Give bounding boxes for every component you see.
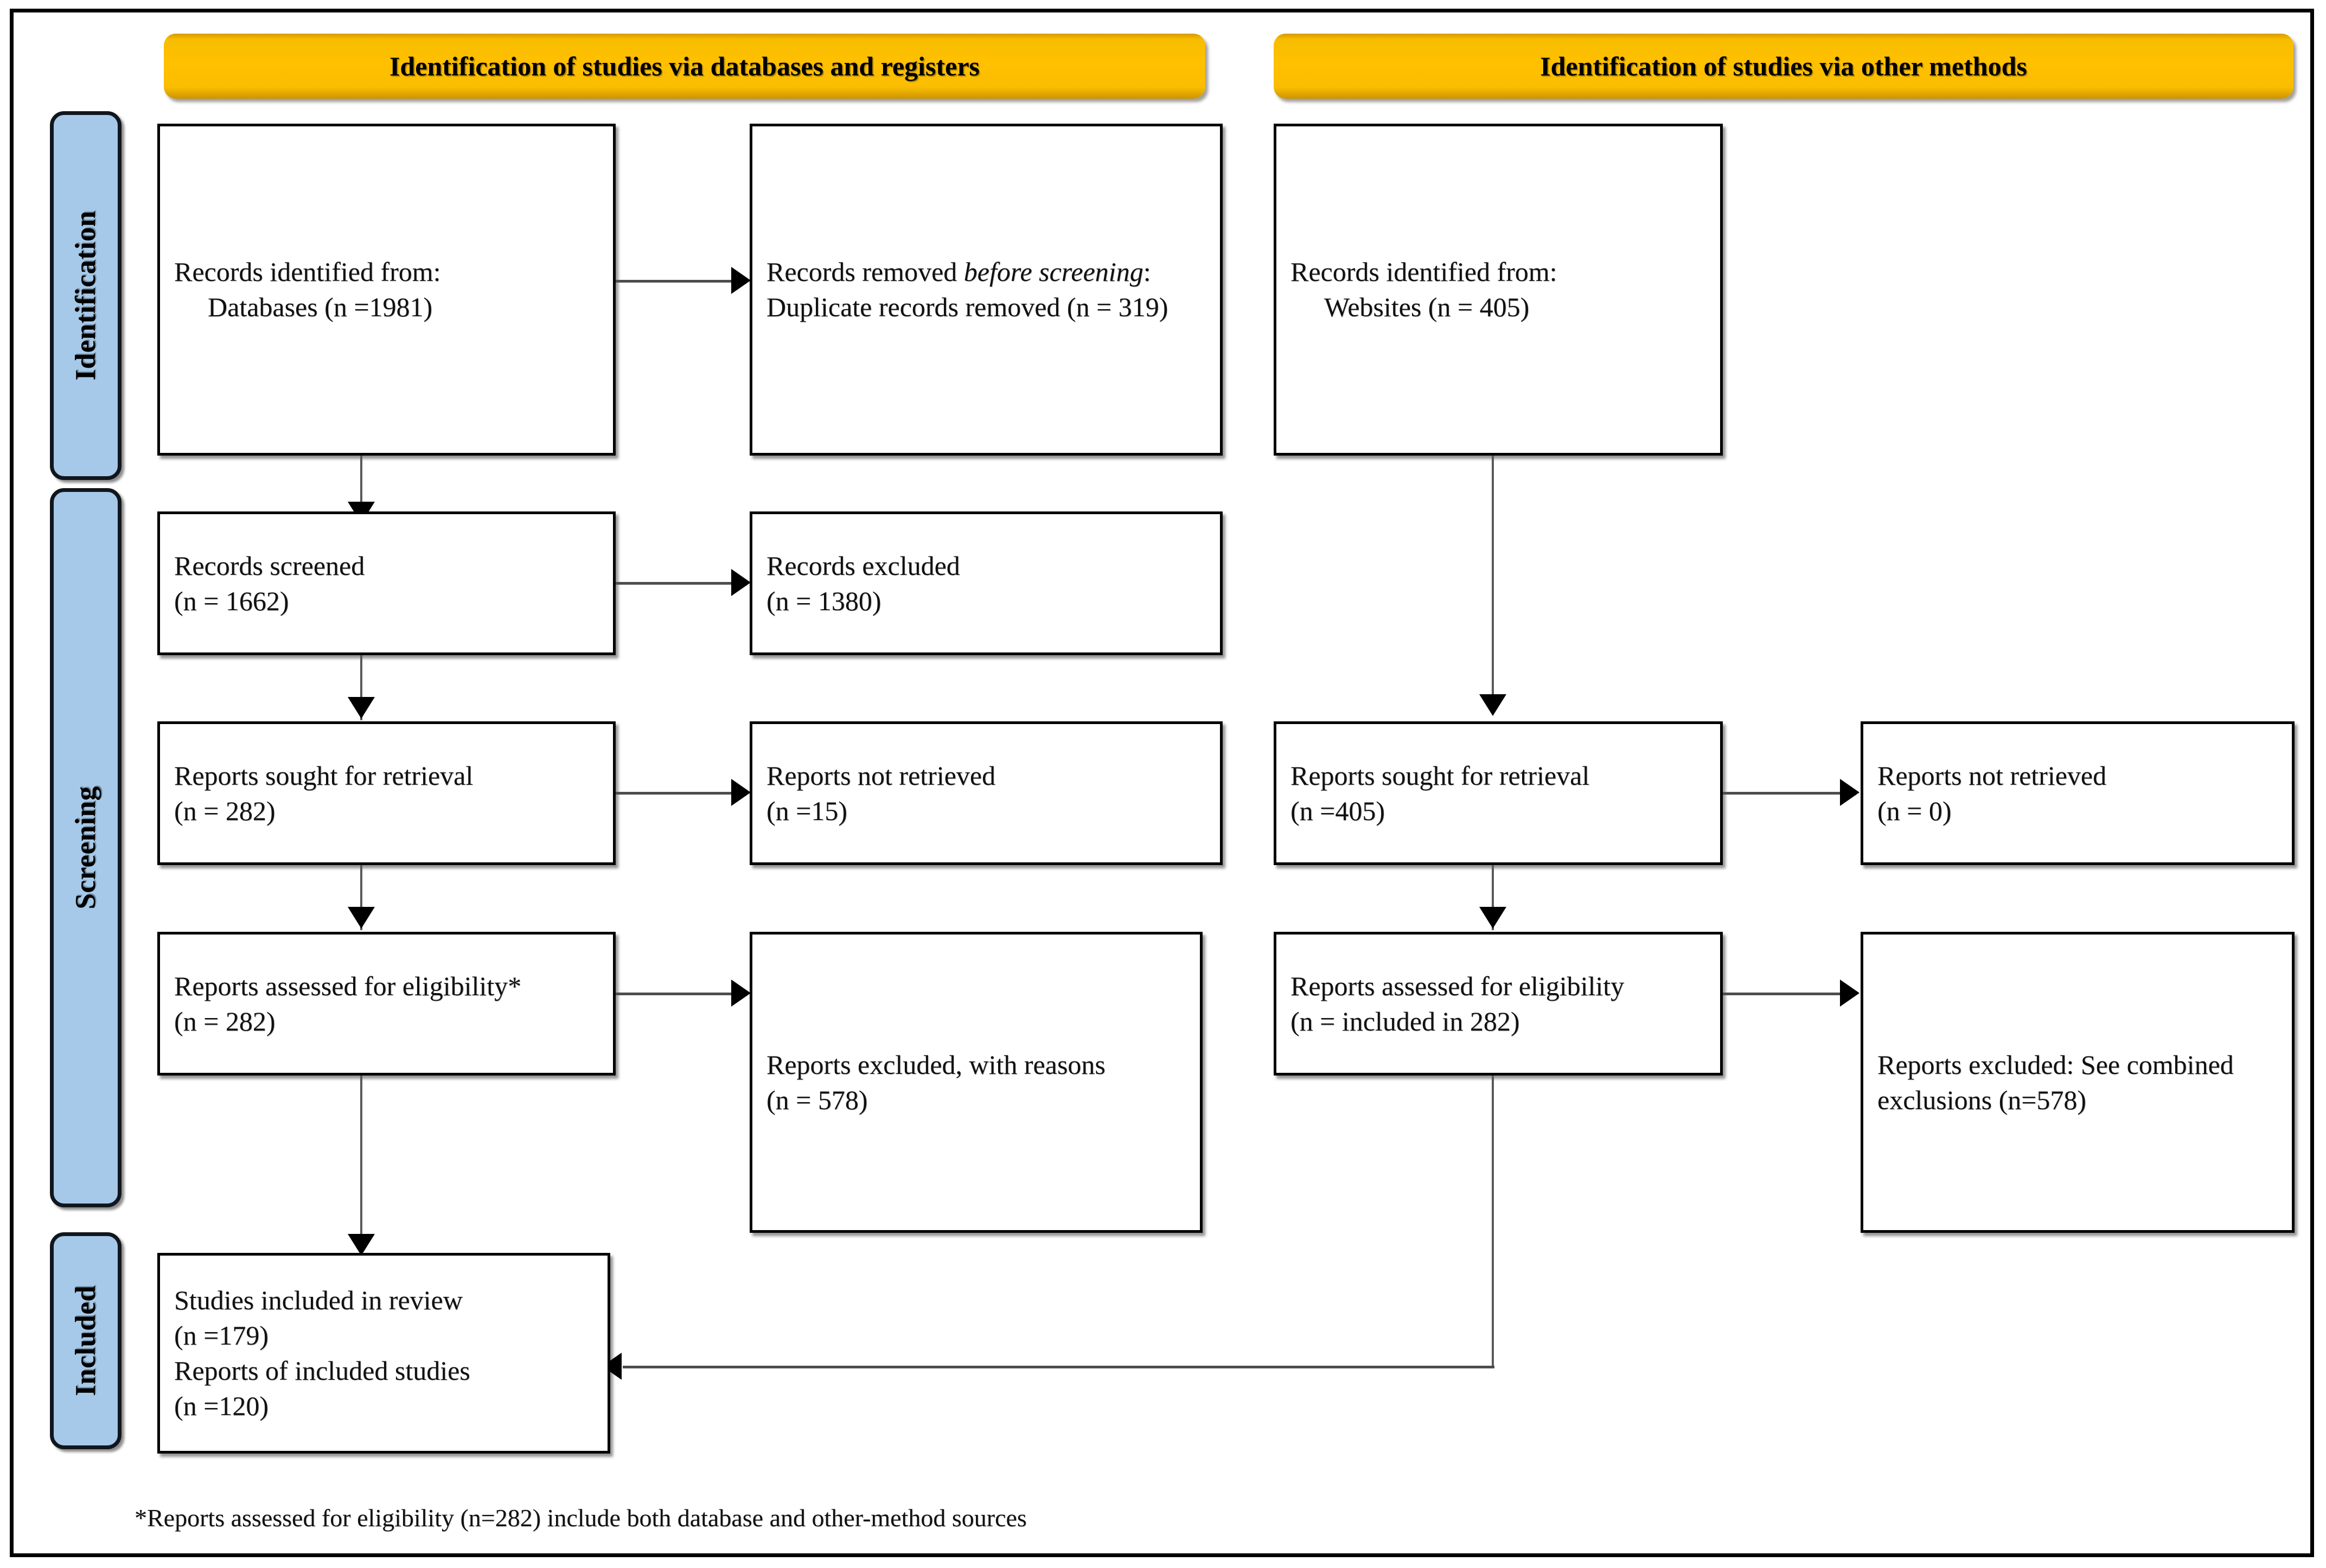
box-reports-sought-databases-line2: (n = 282): [174, 795, 276, 826]
box-reports-not-retrieved-databases: Reports not retrieved (n =15): [750, 721, 1223, 865]
stage-label-identification: Identification: [50, 111, 122, 480]
stage-label-included: Included: [50, 1232, 122, 1449]
box-reports-excluded-with-reasons-line1: Reports excluded, with reasons: [766, 1049, 1106, 1080]
box-reports-excluded-with-reasons-line2: (n = 578): [766, 1084, 868, 1115]
box-records-identified-websites: Records identified from: Websites (n = 4…: [1274, 124, 1723, 456]
stage-label-screening: Screening: [50, 488, 122, 1207]
arrow-sought-to-assessed-db: [348, 907, 375, 929]
connector-identified-to-removed: [616, 280, 732, 283]
box-reports-excluded-other-line2: exclusions (n=578): [1877, 1084, 2087, 1115]
box-reports-not-retrieved-other-line2: (n = 0): [1877, 795, 1952, 826]
connector-other-assessed-down: [1492, 1076, 1494, 1367]
banner-databases-registers: Identification of studies via databases …: [164, 34, 1205, 99]
connector-assessed-to-included: [360, 1076, 362, 1255]
box-reports-assessed-databases-line1: Reports assessed for eligibility*: [174, 970, 522, 1001]
banner-other-methods-text: Identification of studies via other meth…: [1540, 51, 2027, 81]
box-reports-assessed-other-line2: (n = included in 282): [1290, 1006, 1520, 1036]
box-reports-not-retrieved-other: Reports not retrieved (n = 0): [1861, 721, 2295, 865]
box-records-removed-line2: Duplicate records removed (n = 319): [766, 292, 1168, 322]
box-records-identified-websites-line1: Records identified from:: [1290, 257, 1557, 287]
arrow-sought-to-not-retrieved-db: [731, 779, 751, 806]
connector-sought-to-assessed-other: [1492, 865, 1494, 930]
box-records-identified-databases-line2: Databases (n =1981): [208, 292, 433, 322]
footnote: *Reports assessed for eligibility (n=282…: [135, 1504, 1027, 1532]
box-reports-sought-other: Reports sought for retrieval (n =405): [1274, 721, 1723, 865]
box-reports-not-retrieved-databases-line2: (n =15): [766, 795, 847, 826]
connector-identified-to-screened: [360, 456, 362, 525]
connector-assessed-to-excluded-other: [1723, 993, 1841, 995]
connector-screened-to-excluded: [616, 582, 732, 585]
box-records-screened-line1: Records screened: [174, 550, 365, 581]
connector-other-assessed-to-included: [623, 1366, 1494, 1368]
box-records-removed-line1: Records removed before screening:: [766, 257, 1151, 287]
box-records-identified-databases-line1: Records identified from:: [174, 257, 441, 287]
box-reports-sought-databases: Reports sought for retrieval (n = 282): [157, 721, 616, 865]
arrow-assessed-to-excluded-db: [731, 980, 751, 1007]
stage-label-identification-text: Identification: [70, 210, 101, 381]
box-records-identified-databases: Records identified from: Databases (n =1…: [157, 124, 616, 456]
box-records-screened-line2: (n = 1662): [174, 585, 289, 616]
banner-other-methods: Identification of studies via other meth…: [1274, 34, 2293, 99]
box-reports-excluded-other: Reports excluded: See combined exclusion…: [1861, 932, 2295, 1233]
connector-sought-to-assessed-db: [360, 865, 362, 930]
arrow-screened-to-sought: [348, 697, 375, 719]
box-records-excluded: Records excluded (n = 1380): [750, 511, 1223, 655]
arrow-sought-to-not-retrieved-other: [1840, 779, 1859, 806]
banner-databases-registers-text: Identification of studies via databases …: [389, 51, 980, 81]
box-reports-assessed-other: Reports assessed for eligibility (n = in…: [1274, 932, 1723, 1076]
box-records-removed-before-screening: Records removed before screening: Duplic…: [750, 124, 1223, 456]
arrow-screened-to-excluded: [731, 569, 751, 596]
box-reports-not-retrieved-databases-line1: Reports not retrieved: [766, 760, 996, 791]
arrow-sought-to-assessed-other: [1479, 907, 1506, 929]
box-records-identified-websites-line2: Websites (n = 405): [1324, 292, 1530, 322]
box-reports-excluded-other-line1: Reports excluded: See combined: [1877, 1049, 2234, 1080]
box-reports-excluded-with-reasons: Reports excluded, with reasons (n = 578): [750, 932, 1203, 1233]
connector-screened-to-sought: [360, 655, 362, 720]
box-records-screened: Records screened (n = 1662): [157, 511, 616, 655]
box-studies-included-in-review: Studies included in review (n =179) Repo…: [157, 1253, 610, 1454]
arrow-assessed-to-included: [348, 1234, 375, 1256]
box-reports-sought-other-line1: Reports sought for retrieval: [1290, 760, 1590, 791]
arrow-identified-to-removed: [731, 267, 751, 294]
box-reports-assessed-databases: Reports assessed for eligibility* (n = 2…: [157, 932, 616, 1076]
box-studies-included-line1: Studies included in review: [174, 1285, 463, 1315]
arrow-assessed-to-excluded-other: [1840, 980, 1859, 1007]
box-reports-assessed-other-line1: Reports assessed for eligibility: [1290, 970, 1625, 1001]
box-studies-included-line3: Reports of included studies: [174, 1355, 470, 1386]
box-studies-included-line4: (n =120): [174, 1391, 269, 1421]
connector-sought-to-not-retrieved-other: [1723, 792, 1841, 795]
connector-sought-to-not-retrieved-db: [616, 792, 732, 795]
box-reports-not-retrieved-other-line1: Reports not retrieved: [1877, 760, 2107, 791]
connector-assessed-to-excluded-db: [616, 993, 732, 995]
box-records-excluded-line1: Records excluded: [766, 550, 960, 581]
box-reports-assessed-databases-line2: (n = 282): [174, 1006, 276, 1036]
box-records-excluded-line2: (n = 1380): [766, 585, 881, 616]
stage-label-included-text: Included: [70, 1285, 101, 1397]
connector-websites-to-sought: [1492, 456, 1494, 713]
box-reports-sought-other-line2: (n =405): [1290, 795, 1385, 826]
arrow-websites-to-sought: [1479, 694, 1506, 716]
box-reports-sought-databases-line1: Reports sought for retrieval: [174, 760, 474, 791]
box-studies-included-line2: (n =179): [174, 1320, 269, 1351]
stage-label-screening-text: Screening: [70, 786, 101, 910]
